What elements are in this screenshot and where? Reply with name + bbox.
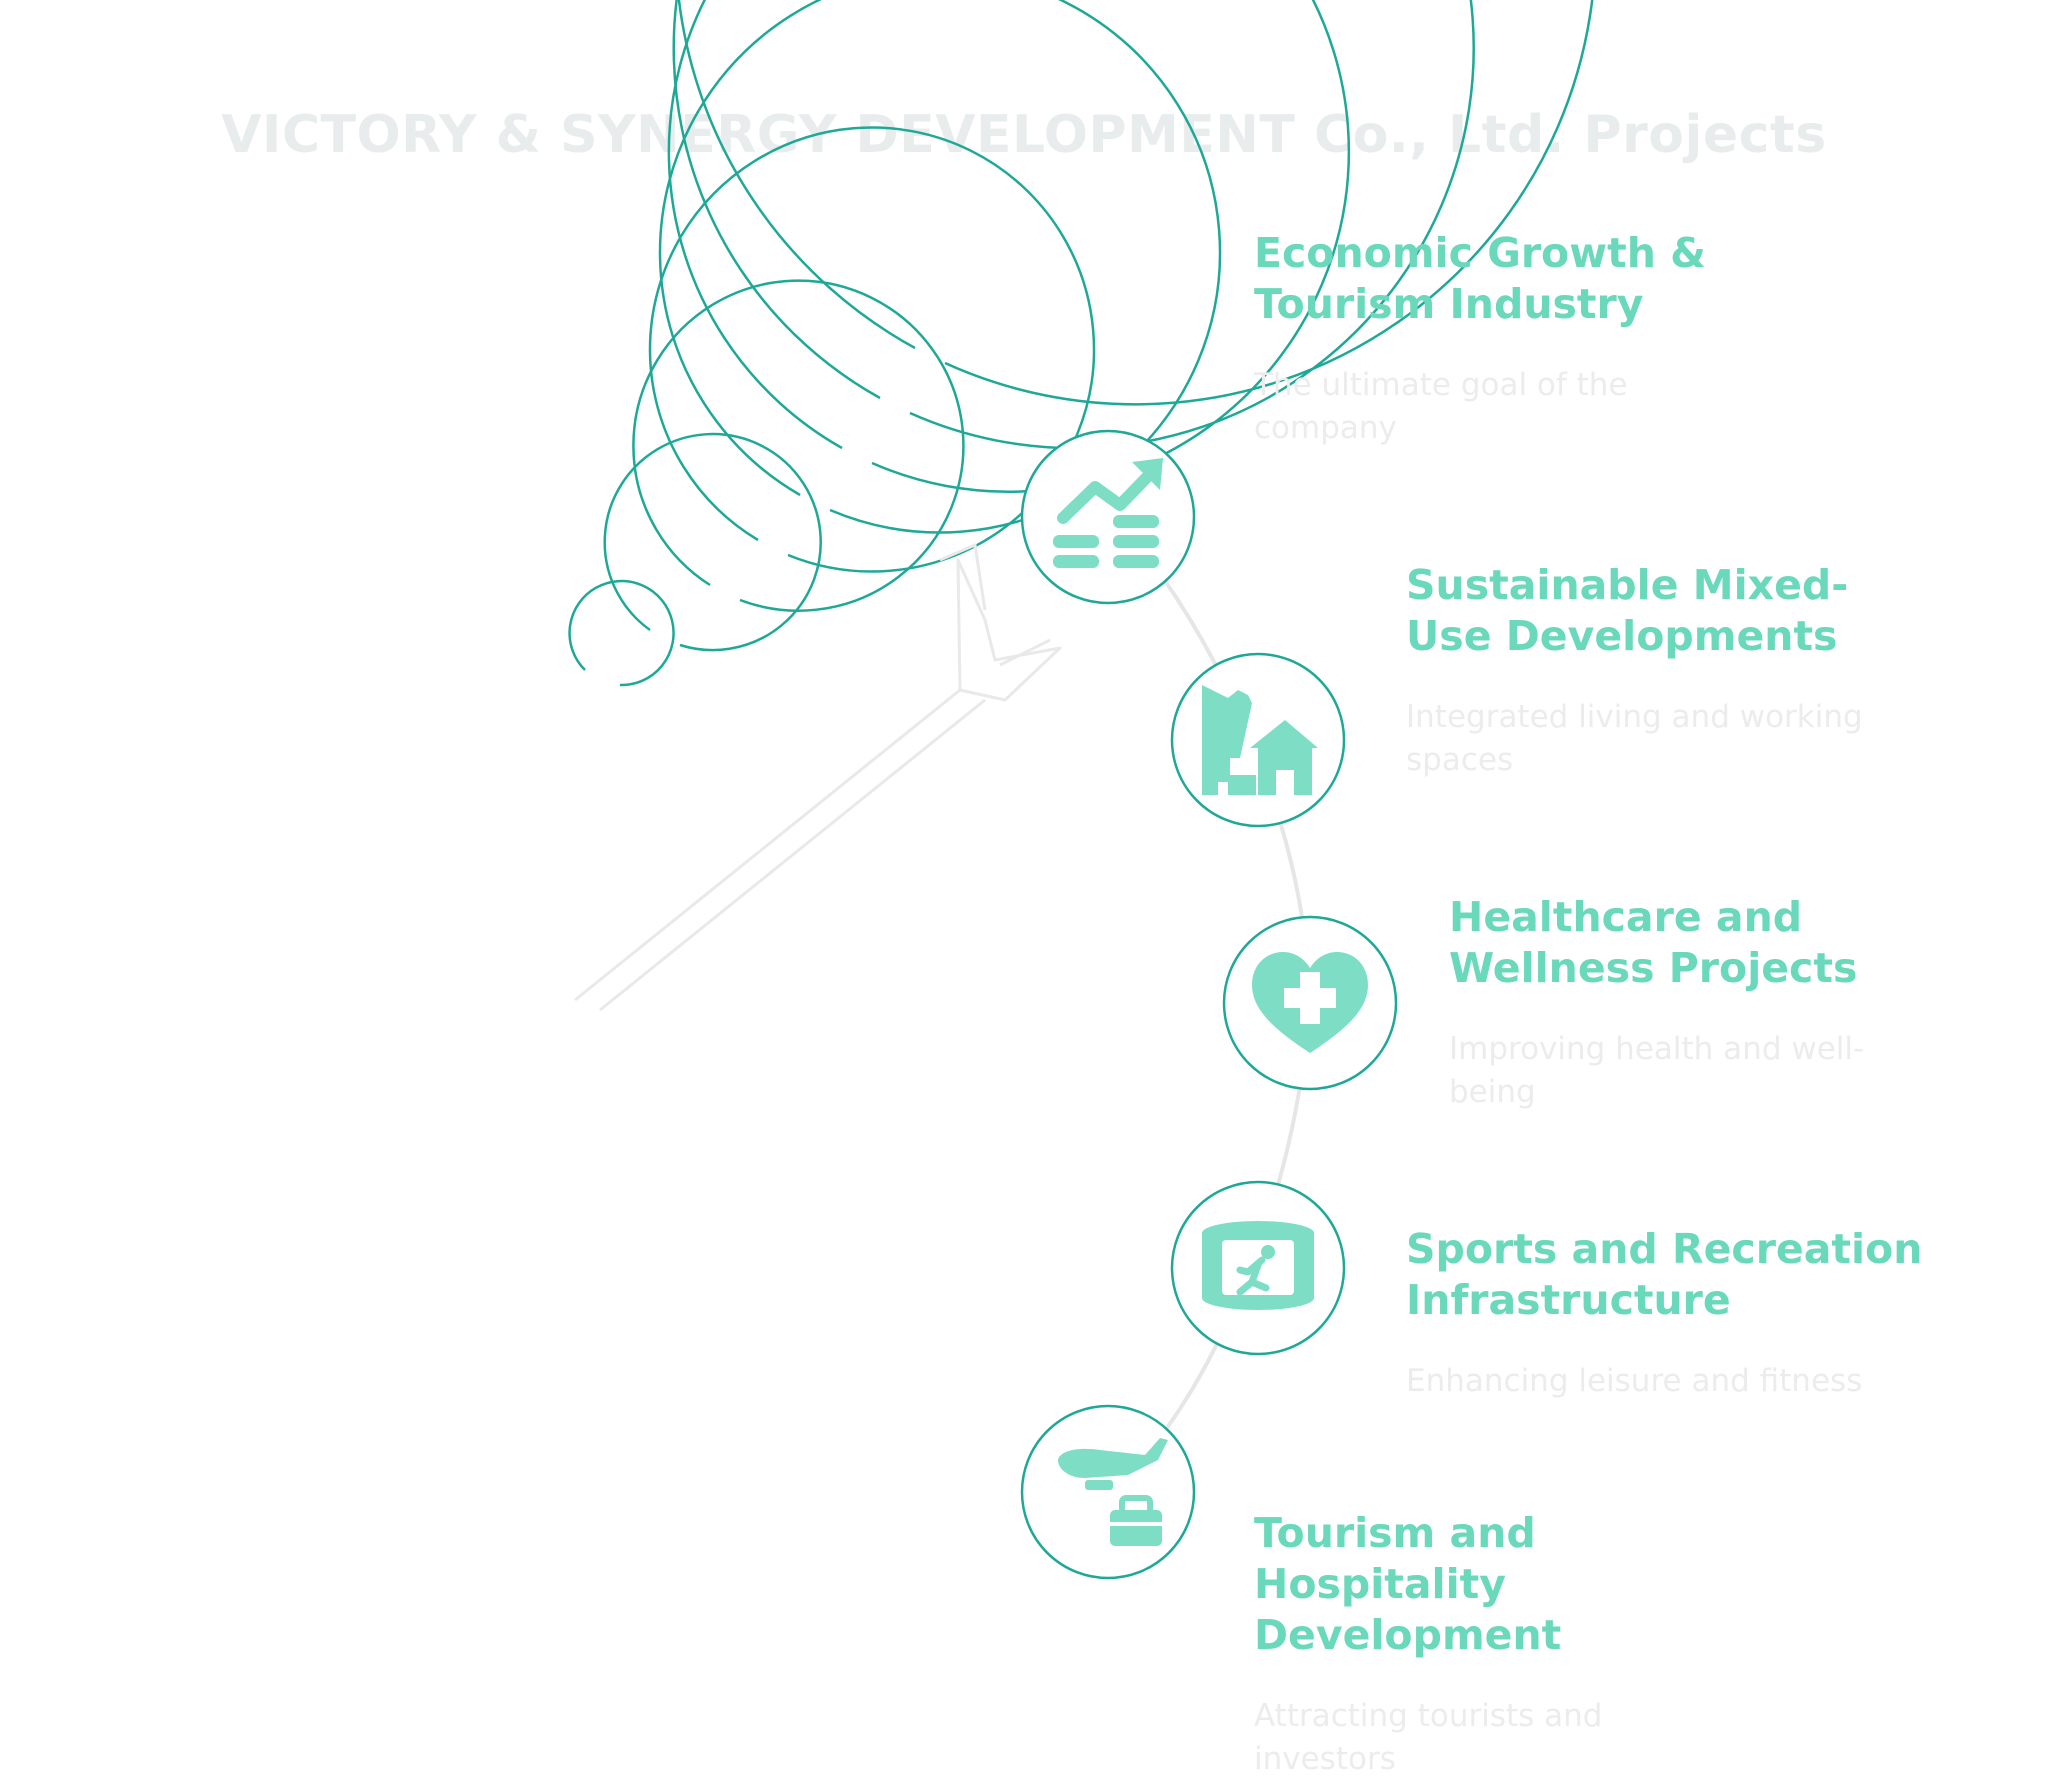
item-description: Improving health and well- being (1449, 1028, 2009, 1114)
item-desc-line: investors (1254, 1741, 1396, 1777)
item-desc-line: spaces (1406, 742, 1514, 778)
target-ring-4 (648, 126, 1096, 573)
item-title: Healthcare and Wellness Projects (1449, 892, 2009, 994)
target-ring-8 (677, 0, 1594, 406)
item-sports: Sports and Recreation Infrastructure Enh… (1406, 1224, 1966, 1403)
item-desc-line: company (1254, 410, 1397, 446)
item-title-line: Tourism Industry (1254, 280, 1644, 328)
arrow-fletching (939, 543, 1062, 702)
item-description: The ultimate goal of the company (1254, 364, 1814, 450)
item-title-line: Infrastructure (1406, 1276, 1731, 1324)
growth-chart-icon (1053, 458, 1163, 568)
target-rings (568, 0, 1594, 687)
buildings-house-icon (1202, 685, 1318, 795)
item-title-line: Use Developments (1406, 612, 1838, 660)
item-desc-line: The ultimate goal of the (1254, 367, 1628, 403)
target-ring-6 (667, 0, 1351, 494)
item-economic-growth: Economic Growth & Tourism Industry The u… (1254, 228, 1814, 450)
item-mixed-use: Sustainable Mixed- Use Developments Inte… (1406, 560, 1966, 782)
target-ring-2 (603, 432, 822, 652)
item-healthcare: Healthcare and Wellness Projects Improvi… (1449, 892, 2009, 1114)
item-desc-line: Enhancing leisure and fitness (1406, 1363, 1863, 1399)
arrow-shaft (574, 688, 986, 1012)
item-desc-line: Improving health and well- (1449, 1031, 1865, 1067)
item-desc-line: Integrated living and working (1406, 699, 1863, 735)
item-tourism: Tourism and Hospitality Development Attr… (1254, 1508, 1814, 1781)
item-desc-line: Attracting tourists and (1254, 1698, 1603, 1734)
item-title-line: Sports and Recreation (1406, 1225, 1923, 1273)
item-title: Tourism and Hospitality Development (1254, 1508, 1814, 1661)
item-description: Enhancing leisure and fitness (1406, 1360, 1966, 1403)
heart-cross-icon (1252, 952, 1368, 1053)
item-title-line: Tourism and (1254, 1509, 1536, 1557)
item-title-line: Economic Growth & (1254, 229, 1706, 277)
item-title-line: Development (1254, 1611, 1562, 1659)
icon-circle-2 (1170, 652, 1346, 828)
icon-circle-1 (1020, 429, 1196, 605)
diagram-title: VICTORY & SYNERGY DEVELOPMENT Co., Ltd. … (221, 105, 1827, 165)
item-title-line: Healthcare and (1449, 893, 1803, 941)
icon-circle-5 (1020, 1404, 1196, 1580)
item-title: Sports and Recreation Infrastructure (1406, 1224, 1966, 1326)
target-ring-3 (632, 279, 965, 612)
plane-luggage-icon (1058, 1438, 1168, 1546)
item-title-line: Sustainable Mixed- (1406, 561, 1849, 609)
target-ring-7 (672, 0, 1475, 450)
stadium-runner-icon (1202, 1221, 1314, 1310)
arrow (574, 543, 1062, 1012)
target-ring-1 (568, 579, 675, 687)
item-title: Sustainable Mixed- Use Developments (1406, 560, 1966, 662)
item-description: Integrated living and working spaces (1406, 696, 1966, 782)
item-title-line: Hospitality (1254, 1560, 1506, 1608)
item-title: Economic Growth & Tourism Industry (1254, 228, 1814, 330)
item-title-line: Wellness Projects (1449, 944, 1858, 992)
item-description: Attracting tourists and investors (1254, 1695, 1814, 1781)
item-desc-line: being (1449, 1074, 1536, 1110)
